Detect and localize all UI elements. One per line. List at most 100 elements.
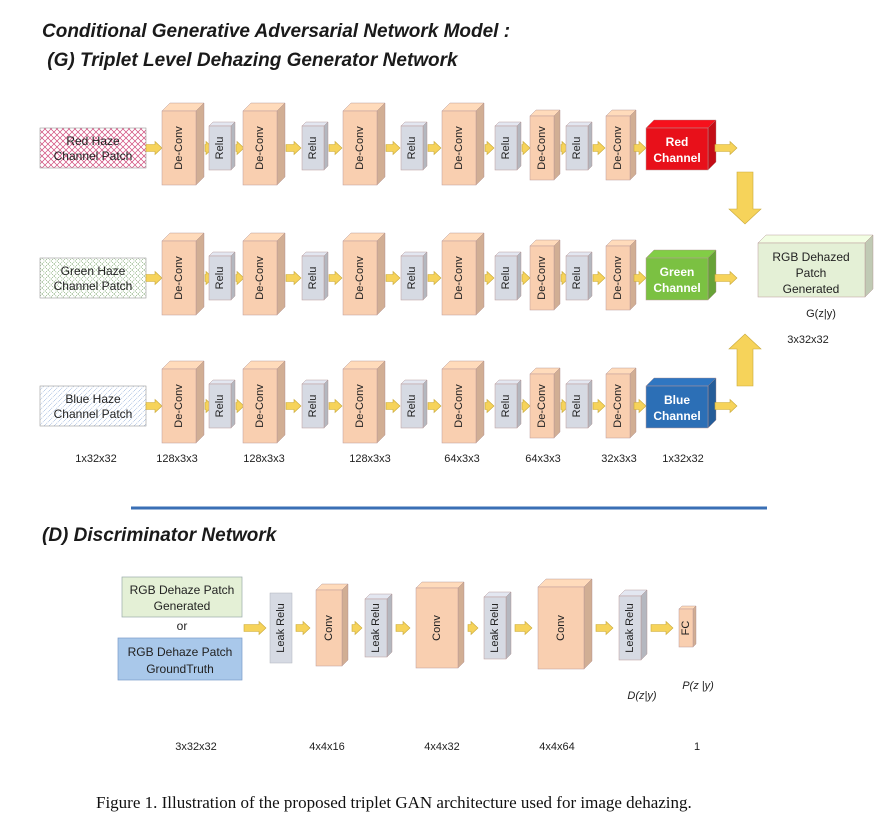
output-label-line-1: Blue [664,393,690,407]
relu-layer [400,121,428,171]
flow-arrow [145,140,163,156]
deconv-layer [529,367,561,439]
flow-arrow [592,140,606,156]
relu-layer-label: Relu [500,137,512,160]
input-label-line-1: Red Haze [66,134,120,148]
discriminator-size-label: 4x4x32 [424,741,459,753]
flow-arrow [714,270,738,286]
deconv-layer [529,109,561,181]
flow-arrow [328,398,343,414]
flow-arrow [633,270,647,286]
relu-layer-label: Relu [307,267,319,290]
discriminator-size-label: 1 [694,741,700,753]
flow-arrow [521,270,531,286]
flow-arrow [484,140,495,156]
output-label-line-1: Green [660,265,695,279]
relu-layer [301,121,329,171]
flow-arrow [560,270,570,286]
flow-arrow [467,620,479,636]
leak-relu-layer [483,591,512,660]
relu-layer [400,379,428,429]
input-label-line-1: Green Haze [61,264,126,278]
flow-arrow [521,398,531,414]
leak-relu-layer [618,589,648,661]
flow-arrow [235,140,245,156]
relu-layer-label: Relu [500,395,512,418]
leak-relu-layer [269,592,293,664]
relu-layer-label: Relu [571,395,583,418]
title-line-2: (G) Triplet Level Dehazing Generator Net… [42,50,459,71]
generator-size-label: 1x32x32 [662,453,704,465]
discriminator-output-label: D(z|y) [627,690,656,702]
flow-arrow [714,140,738,156]
deconv-layer [529,239,561,311]
flow-arrow [714,398,738,414]
deconv-layer-label: De-Conv [254,256,266,300]
deconv-layer [161,232,205,316]
flow-arrow [145,270,163,286]
deconv-layer-label: De-Conv [536,256,548,300]
generator-size-label: 128x3x3 [243,453,285,465]
generator-size-label: 32x3x3 [601,453,636,465]
output-label-line-2: Channel [653,281,700,295]
flow-arrow [560,140,570,156]
generator-size-label: 128x3x3 [156,453,198,465]
relu-layer [301,251,329,301]
deconv-layer-label: De-Conv [354,384,366,428]
relu-layer-label: Relu [571,267,583,290]
result-label-line-2: Patch [796,266,827,280]
relu-layer-label: Relu [214,267,226,290]
relu-layer [301,379,329,429]
flow-arrow [385,398,401,414]
input-label-line-2: Channel Patch [54,149,133,163]
relu-layer [494,121,522,171]
input-label-line-1: Blue Haze [65,392,121,406]
relu-layer-label: Relu [214,395,226,418]
relu-layer-label: Relu [307,395,319,418]
deconv-layer-label: De-Conv [173,256,185,300]
flow-arrow [633,140,647,156]
result-label-line-3: Generated [783,282,840,296]
result-label-line-1: RGB Dehazed [772,250,849,264]
result-size-label: 3x32x32 [787,334,829,346]
deconv-layer [342,102,386,186]
flow-arrow [484,398,495,414]
flow-arrow [521,140,531,156]
leak-relu-layer-label: Leak Relu [624,603,636,653]
conv-layer [537,578,593,670]
flow-arrow [328,140,343,156]
leak-relu-layer [364,593,393,658]
deconv-layer [605,367,637,439]
relu-layer [208,379,236,429]
relu-layer-label: Relu [571,137,583,160]
deconv-layer [342,360,386,444]
relu-layer [494,379,522,429]
deconv-layer-label: De-Conv [453,256,465,300]
generator-size-label: 64x3x3 [444,453,479,465]
discriminator-size-label: 4x4x16 [309,741,344,753]
fc-layer [678,605,697,648]
flow-arrow [595,620,614,636]
merge-arrow-down [728,171,762,225]
flow-arrow [650,620,674,636]
deconv-layer-label: De-Conv [354,256,366,300]
flow-arrow [385,270,401,286]
relu-layer-label: Relu [406,137,418,160]
deconv-layer-label: De-Conv [453,384,465,428]
fc-layer-label: FC [680,621,692,636]
flow-arrow [427,140,442,156]
disc-input-groundtruth-line-2: GroundTruth [146,662,214,676]
flow-arrow [235,270,245,286]
generator-size-label: 64x3x3 [525,453,560,465]
flow-arrow [285,140,302,156]
deconv-layer [605,109,637,181]
relu-layer [565,251,593,301]
output-blue-channel [645,377,717,429]
flow-arrow [145,398,163,414]
output-green-channel [645,249,717,301]
deconv-layer-label: De-Conv [536,384,548,428]
